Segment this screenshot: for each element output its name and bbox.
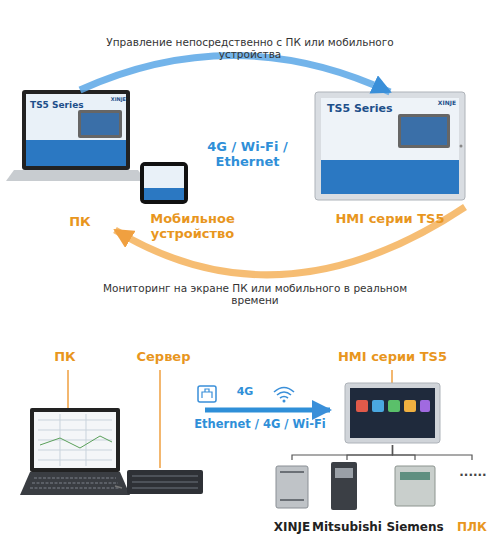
app-icon xyxy=(356,400,368,412)
app-icon xyxy=(404,400,416,412)
text-label: TS5 Series xyxy=(327,103,417,116)
plc-panel xyxy=(400,472,430,480)
phone-band xyxy=(144,188,184,200)
server-slots xyxy=(132,476,198,488)
server-body xyxy=(127,470,203,494)
text-label: 4G xyxy=(232,386,258,399)
pc-node: ПК xyxy=(15,350,115,500)
plc-xinje xyxy=(276,466,308,508)
hmi-node: HMI серии TS5 xyxy=(330,350,455,445)
plc-node: Siemens xyxy=(385,460,445,535)
device-picture xyxy=(398,114,450,148)
node-label: ПЛК xyxy=(448,521,496,535)
text-label: XINJE xyxy=(104,97,126,103)
ethernet-icon xyxy=(198,386,216,402)
app-icon xyxy=(388,400,400,412)
wifi-icon-dot xyxy=(283,400,286,403)
edge-label: Мониторинг на экране ПК или мобильного в… xyxy=(85,282,425,306)
device-picture xyxy=(78,110,122,138)
edge-label: Управление непосредственно с ПК или моби… xyxy=(85,36,415,60)
connector-arrow xyxy=(205,408,330,413)
table-grid xyxy=(38,414,112,466)
text-label: ...... xyxy=(450,466,496,480)
connector-arrow xyxy=(115,207,465,275)
connector-arrow xyxy=(292,445,393,460)
plc-mitsubishi xyxy=(331,462,357,510)
laptop-display xyxy=(26,94,126,166)
connector-arrow xyxy=(393,445,416,460)
connector-arrow xyxy=(347,445,393,460)
node-label: HMI серии TS5 xyxy=(315,212,465,227)
device-picture-screen xyxy=(81,113,119,135)
hmi-frame xyxy=(315,92,465,200)
trend-line xyxy=(40,436,112,448)
node-label: Сервер xyxy=(122,350,205,365)
phone-body xyxy=(140,162,188,204)
hmi-display xyxy=(350,388,435,438)
laptop-screen xyxy=(22,90,130,170)
display-band xyxy=(26,140,126,166)
wifi-icon xyxy=(274,388,294,399)
connector-arrow xyxy=(393,445,473,460)
plc-siemens xyxy=(395,466,435,506)
leader-line xyxy=(68,370,392,468)
ethernet-icon-port xyxy=(202,389,212,398)
phone-display xyxy=(144,166,184,200)
app-icon xyxy=(372,400,384,412)
node-label: ПК xyxy=(15,215,145,230)
connector-arrow xyxy=(80,55,390,92)
text-label: XINJE xyxy=(424,100,456,107)
device-picture-screen xyxy=(401,117,447,145)
node-label: Mitsubishi xyxy=(312,521,382,535)
plc-panel xyxy=(335,468,353,478)
text-label: TS5 Series xyxy=(30,100,100,110)
laptop-screen xyxy=(30,408,120,472)
laptop-display xyxy=(34,412,116,468)
plc-node: Mitsubishi xyxy=(312,460,382,535)
hmi-display xyxy=(321,98,459,194)
laptop-base xyxy=(6,170,146,181)
node-label: ПК xyxy=(15,350,115,365)
connector-arrow xyxy=(115,486,122,488)
mobile-node: Мобильное устройство xyxy=(140,160,245,242)
app-icon xyxy=(420,400,430,412)
keyboard xyxy=(30,478,120,488)
server-node: Сервер xyxy=(122,350,205,500)
hmi-frame xyxy=(345,383,440,443)
pc-node: ПК xyxy=(15,90,145,230)
node-label: Мобильное устройство xyxy=(140,212,245,242)
laptop-base xyxy=(20,472,130,495)
hmi-band xyxy=(321,160,459,194)
node-label: HMI серии TS5 xyxy=(330,350,455,365)
edge-label: Ethernet / 4G / Wi-Fi xyxy=(180,418,340,431)
text-label: 4G / Wi-Fi / Ethernet xyxy=(200,140,295,170)
node-label: Siemens xyxy=(385,521,445,535)
hmi-led xyxy=(460,145,463,148)
plc-terminals xyxy=(280,472,304,500)
